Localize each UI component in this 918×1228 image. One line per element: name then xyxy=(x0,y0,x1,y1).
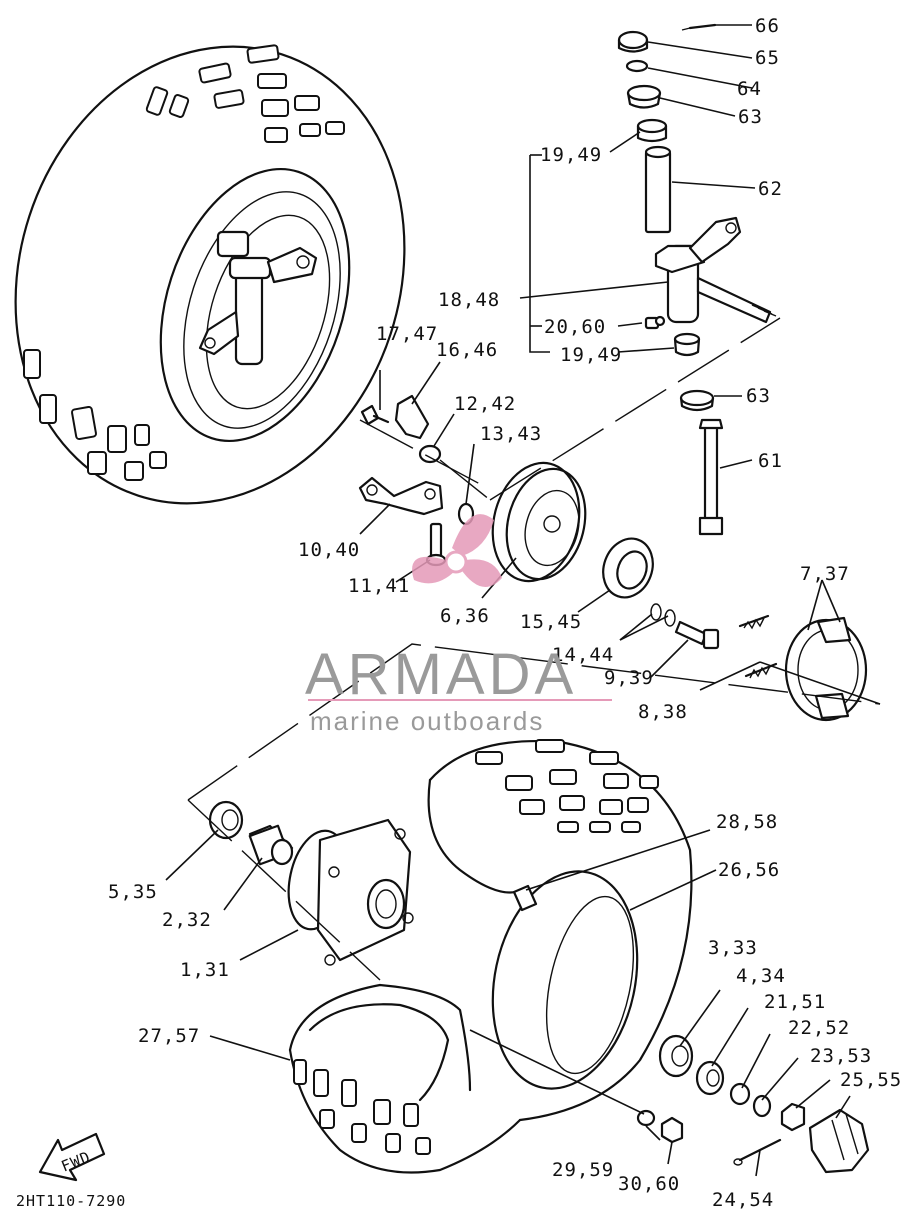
callout-19-49-top: 19,49 xyxy=(540,144,602,166)
callout-8-38: 8,38 xyxy=(638,701,688,723)
callout-62: 62 xyxy=(758,178,783,200)
bushing-19-bottom xyxy=(673,332,701,357)
lower-wheel-tread-upper xyxy=(475,739,659,833)
callout-3-33: 3,33 xyxy=(708,937,758,959)
oil-seal-15 xyxy=(602,537,654,599)
callout-20-60: 20,60 xyxy=(544,316,606,338)
axle-nut-23 xyxy=(780,1102,806,1132)
upper-wheel-assembly xyxy=(14,44,406,505)
callout-24-54: 24,54 xyxy=(712,1189,774,1211)
steering-knuckle-parts xyxy=(617,23,777,536)
callout-22-52: 22,52 xyxy=(788,1017,850,1039)
lower-wheel-tread-lower xyxy=(293,1059,431,1155)
bearing-4 xyxy=(695,1060,725,1096)
cotter-pin-66 xyxy=(688,23,717,30)
watermark-title: ARMADA xyxy=(305,642,577,707)
callout-7-37: 7,37 xyxy=(800,563,850,585)
brake-drum-6 xyxy=(491,461,587,583)
callout-11-41: 11,41 xyxy=(348,575,410,597)
collar-62 xyxy=(644,145,672,234)
bearing-3 xyxy=(658,1034,694,1078)
callout-25-55: 25,55 xyxy=(840,1069,902,1091)
callout-10-40: 10,40 xyxy=(298,539,360,561)
callout-29-59: 29,59 xyxy=(552,1159,614,1181)
callout-1-31: 1,31 xyxy=(180,959,230,981)
callout-5-35: 5,35 xyxy=(108,881,158,903)
washer-29 xyxy=(636,1109,656,1127)
callout-4-34: 4,34 xyxy=(736,965,786,987)
o-ring-14a xyxy=(650,603,662,621)
lower-wheel-assembly xyxy=(208,739,870,1174)
callout-63-lower: 63 xyxy=(746,385,771,407)
callout-66: 66 xyxy=(755,15,780,37)
callout-17-47: 17,47 xyxy=(376,323,438,345)
hub-cap-25 xyxy=(808,1108,870,1174)
spacer-21 xyxy=(729,1082,751,1106)
callout-64: 64 xyxy=(737,78,762,100)
callout-9-39: 9,39 xyxy=(604,667,654,689)
mounted-knuckle xyxy=(198,230,318,366)
callout-30-60: 30,60 xyxy=(618,1173,680,1195)
fwd-arrow: FWD xyxy=(38,1132,106,1182)
callout-18-48: 18,48 xyxy=(438,289,500,311)
callout-65: 65 xyxy=(755,47,780,69)
leader-lines xyxy=(165,24,881,1177)
bushing-19-top xyxy=(636,118,668,143)
washer-22 xyxy=(752,1094,772,1118)
spacer-2 xyxy=(248,824,294,866)
propeller-logo xyxy=(412,514,502,587)
upper-wheel-tread xyxy=(23,44,345,481)
brake-parts xyxy=(358,394,868,722)
callout-28-58: 28,58 xyxy=(716,811,778,833)
diagram-code: 2HT110-7290 xyxy=(16,1192,126,1210)
bracket-16 xyxy=(394,394,430,440)
watermark-subtitle: marine outboards xyxy=(310,706,544,736)
callout-15-45: 15,45 xyxy=(520,611,582,633)
grease-nipple-20 xyxy=(644,315,666,330)
callout-63-top: 63 xyxy=(738,106,763,128)
armada-watermark: ARMADA marine outboards xyxy=(305,514,612,736)
callout-labels: 66 65 64 63 19,49 62 18,48 20,60 19,49 1… xyxy=(108,15,902,1211)
callout-12-42: 12,42 xyxy=(454,393,516,415)
washer-64 xyxy=(625,59,649,73)
brake-arm-10 xyxy=(358,476,444,516)
callout-21-51: 21,51 xyxy=(764,991,826,1013)
o-ring-14b xyxy=(664,609,676,627)
brake-shoes-7 xyxy=(738,614,868,722)
brake-cam-9 xyxy=(674,620,720,650)
callout-26-56: 26,56 xyxy=(718,859,780,881)
steering-knuckle-18 xyxy=(654,216,777,324)
callout-14-44: 14,44 xyxy=(552,644,614,666)
bolt-17 xyxy=(360,404,390,426)
callout-2-32: 2,32 xyxy=(162,909,212,931)
castle-nut-65 xyxy=(617,30,649,53)
callout-6-36: 6,36 xyxy=(440,605,490,627)
callout-19-49-bottom: 19,49 xyxy=(560,344,622,366)
callout-16-46: 16,46 xyxy=(436,339,498,361)
callout-23-53: 23,53 xyxy=(810,1045,872,1067)
kingpin-bolt-61 xyxy=(698,418,724,536)
seal-63-top xyxy=(626,84,662,109)
seal-63-lower xyxy=(679,389,715,412)
valve-stem-28 xyxy=(512,884,538,912)
wheel-hub-1 xyxy=(287,818,414,966)
callout-27-57: 27,57 xyxy=(138,1025,200,1047)
nut-30 xyxy=(660,1116,684,1144)
callout-61: 61 xyxy=(758,450,783,472)
callout-13-43: 13,43 xyxy=(480,423,542,445)
nut-12 xyxy=(418,444,442,464)
